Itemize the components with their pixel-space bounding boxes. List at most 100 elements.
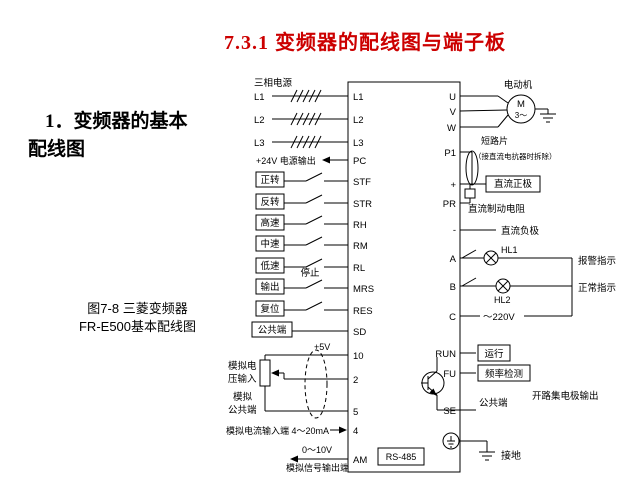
terminal-RUN: RUN	[435, 349, 456, 360]
label-reset: 复位	[260, 303, 280, 315]
terminal-AM: AM	[353, 455, 367, 466]
terminal-2: 2	[353, 375, 358, 386]
terminal-STR: STR	[353, 199, 372, 210]
label-analog-voltage-1: 模拟电	[228, 360, 257, 372]
label-ground: 接地	[501, 449, 521, 462]
label-5v: +5V	[314, 342, 330, 352]
label-reverse: 反转	[260, 196, 280, 208]
label-normal: 正常指示	[578, 282, 616, 294]
transistor-icon	[421, 357, 460, 411]
open-collector-section: 运行 频率检测 公共端 开路集电极输出	[421, 344, 599, 411]
motor-phases: 3～	[515, 111, 527, 120]
potentiometer-icon	[259, 359, 271, 387]
dc-bus-section: 短路片 （接直流电抗器时拆除） 直流正极 直流制动电阻 直流负极	[460, 135, 557, 237]
short-circuit-jumper-icon	[465, 150, 479, 186]
terminal-L2: L2	[353, 115, 364, 126]
figure-caption: 图7-8 三菱变频器 FR-E500基本配线图	[50, 300, 225, 335]
label-freq-detect: 频率检测	[485, 368, 523, 380]
terminal-L3: L3	[353, 138, 364, 149]
label-current-input: 模拟电流输入端 4～20mA	[226, 425, 329, 436]
terminal-A: A	[450, 254, 457, 265]
terminal-PR: PR	[443, 199, 456, 210]
label-phase-l2: L2	[254, 115, 265, 126]
wiper-arrow-icon	[271, 369, 279, 377]
terminal-SE: SE	[443, 406, 456, 417]
label-0-10v: 0～10V	[302, 445, 332, 455]
label-phase-l1: L1	[254, 92, 265, 103]
terminals-right: U V W P1 + PR - A B C RUN FU SE	[435, 92, 456, 417]
breaker-hatch-marks	[290, 89, 322, 149]
terminal-PC: PC	[353, 156, 366, 167]
label-run: 运行	[484, 348, 504, 360]
label-220v: ～220V	[483, 312, 515, 323]
label-common: 公共端	[258, 324, 287, 336]
terminal-10: 10	[353, 351, 364, 362]
label-analog-common-1: 模拟	[233, 391, 253, 403]
relay-lamp-section: HL1 报警指示 HL2 正常指示 ～220V	[460, 245, 616, 323]
terminal-STF: STF	[353, 177, 371, 188]
label-output: 输出	[260, 281, 279, 293]
label-alarm: 报警指示	[578, 255, 616, 267]
terminal-RL: RL	[353, 263, 365, 274]
ground-section: 接地	[442, 432, 521, 462]
section-heading-line1: 1．变频器的基本	[45, 111, 188, 132]
label-low-speed: 低速	[260, 260, 280, 272]
label-analog-output: 模拟信号输出端	[286, 462, 349, 473]
label-analog-voltage-2: 压输入	[228, 373, 257, 385]
terminal-FU: FU	[443, 369, 456, 380]
motor-circuit: M 3～ 电动机	[459, 79, 556, 128]
terminal-minus: -	[453, 225, 456, 236]
terminal-5: 5	[353, 407, 358, 418]
label-short-note: （接直流电抗器时拆除）	[474, 151, 557, 161]
slide-title: 7.3.1 变频器的配线图与端子板	[224, 32, 506, 54]
terminal-B: B	[450, 282, 456, 293]
shielded-cable-icon	[304, 349, 328, 419]
label-hl2: HL2	[494, 295, 511, 305]
digital-input-switches: 正转 反转 高速 中速 低速 输出 停止 复位 公共端	[251, 171, 348, 338]
terminal-SD: SD	[353, 327, 366, 338]
analog-section: +5V 模拟电 压输入 模拟 公共端 模拟电流输入端 4～20mA 0～10V …	[226, 342, 349, 473]
figure-caption-line1: 图7-8 三菱变频器	[87, 301, 188, 316]
label-stop: 停止	[300, 267, 320, 279]
terminal-RM: RM	[353, 241, 368, 252]
rs485-section: RS-485	[377, 447, 425, 466]
label-hl1: HL1	[501, 245, 518, 255]
label-dc-positive: 直流正极	[494, 178, 533, 190]
inverter-box	[347, 81, 461, 473]
arrow-left-icon	[322, 156, 330, 164]
terminal-RH: RH	[353, 220, 367, 231]
label-analog-common-2: 公共端	[228, 404, 257, 416]
terminal-P1: P1	[444, 148, 456, 159]
terminal-4: 4	[353, 426, 358, 437]
terminal-V: V	[450, 107, 457, 118]
label-forward: 正转	[260, 174, 280, 186]
arrow-left-icon	[290, 455, 298, 463]
terminal-C: C	[449, 312, 456, 323]
terminals-left: L1 L2 L3 PC STF STR RH RM RL MRS RES SD …	[353, 92, 374, 466]
label-dc-negative: 直流负极	[501, 225, 540, 237]
v24-output-row: +24V 电源输出	[256, 155, 348, 166]
section-heading: 1．变频器的基本 配线图	[28, 108, 188, 163]
label-24v-output: +24V 电源输出	[256, 155, 316, 166]
label-short-piece: 短路片	[481, 135, 508, 146]
label-se-common: 公共端	[479, 397, 508, 409]
ground-icon	[479, 451, 495, 461]
terminal-W: W	[447, 123, 456, 134]
terminal-U: U	[449, 92, 456, 103]
terminal-RES: RES	[353, 306, 373, 317]
label-three-phase-power: 三相电源	[254, 77, 293, 89]
label-high-speed: 高速	[260, 217, 280, 229]
label-phase-l3: L3	[254, 138, 265, 149]
terminal-L1: L1	[353, 92, 364, 103]
motor-ground-icon	[540, 113, 556, 123]
motor-m: M	[517, 99, 525, 110]
arrow-right-icon	[339, 426, 347, 434]
three-phase-input: 三相电源 L1 L2 L3	[254, 77, 348, 149]
label-mid-speed: 中速	[260, 238, 280, 250]
terminal-MRS: MRS	[353, 284, 374, 295]
brake-resistor-icon	[464, 188, 476, 199]
label-rs485: RS-485	[386, 452, 417, 462]
label-open-collector: 开路集电极输出	[532, 390, 599, 402]
